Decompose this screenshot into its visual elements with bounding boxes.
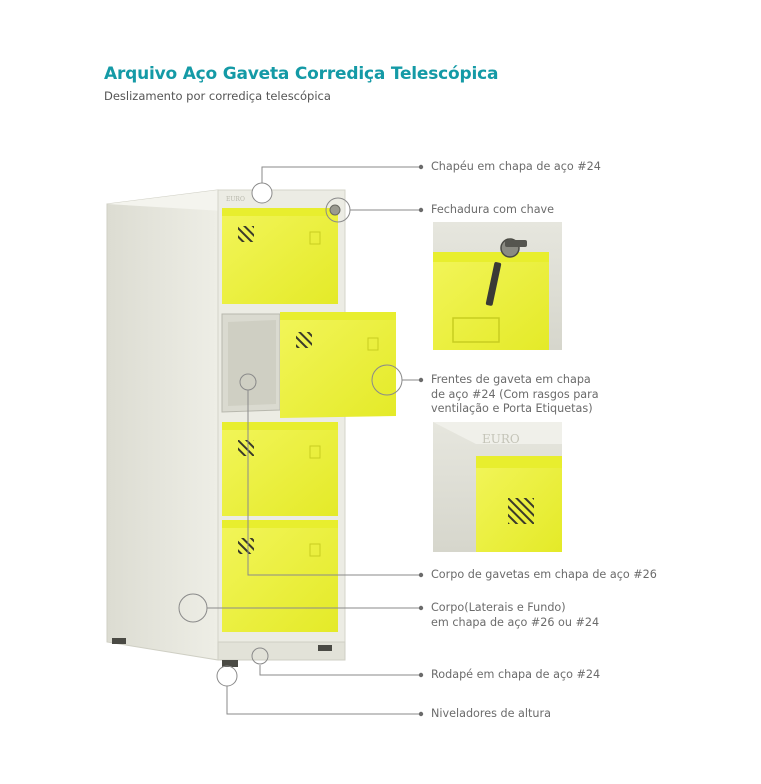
drawer-front bbox=[222, 422, 338, 516]
cabinet: EURO bbox=[106, 189, 396, 667]
drawer-interior bbox=[228, 320, 276, 406]
vent-photo-logo: EURO bbox=[482, 432, 520, 446]
lock-detail-photo bbox=[433, 222, 562, 350]
page-subtitle: Deslizamento por corrediça telescópica bbox=[104, 89, 331, 103]
drawer-front bbox=[222, 520, 338, 632]
page-title: Arquivo Aço Gaveta Corrediça Telescópica bbox=[104, 64, 499, 84]
drawer-handle bbox=[222, 208, 338, 216]
cabinet-logo: EURO bbox=[226, 196, 245, 203]
callout-chapeu: Chapéu em chapa de aço #24 bbox=[431, 160, 601, 173]
drawer-front bbox=[222, 208, 338, 304]
ventilation-slots bbox=[238, 440, 254, 456]
ventilation-slots bbox=[238, 226, 254, 242]
label-holder bbox=[309, 543, 321, 557]
ventilation-slots bbox=[238, 538, 254, 554]
lock bbox=[329, 204, 341, 216]
plinth bbox=[217, 641, 346, 661]
callout-corpo-gavetas: Corpo de gavetas em chapa de aço #26 bbox=[431, 568, 657, 581]
callout-rodape: Rodapé em chapa de aço #24 bbox=[431, 668, 601, 681]
callout-fechadura: Fechadura com chave bbox=[431, 203, 555, 216]
ventilation-slots-icon bbox=[508, 498, 534, 524]
callout-lines bbox=[178, 164, 424, 717]
drawer-front-open bbox=[280, 312, 396, 418]
label-holder bbox=[309, 445, 321, 459]
ventilation-slots bbox=[296, 332, 312, 348]
callout-corpo: Corpo(Laterais e Fundo) em chapa de aço … bbox=[431, 601, 600, 629]
vent-detail-photo: EURO bbox=[433, 422, 562, 552]
drawer-handle bbox=[280, 312, 396, 320]
foot bbox=[112, 638, 126, 644]
callout-niveladores: Niveladores de altura bbox=[431, 707, 551, 720]
drawer-handle bbox=[222, 520, 338, 528]
label-holder bbox=[367, 337, 379, 351]
callout-frentes: Frentes de gaveta em chapa de aço #24 (C… bbox=[431, 373, 599, 415]
drawer-handle bbox=[222, 422, 338, 430]
cabinet-side-panel bbox=[106, 189, 219, 661]
label-holder bbox=[309, 231, 321, 245]
foot bbox=[222, 660, 238, 667]
foot bbox=[318, 645, 332, 651]
